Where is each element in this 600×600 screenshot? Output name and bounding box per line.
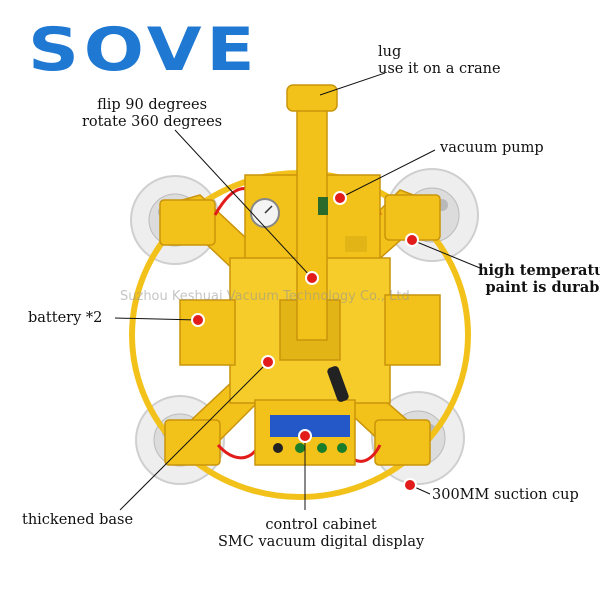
- label-smc-display: SMC vacuum digital display: [218, 533, 425, 550]
- label-lug: lug use it on a crane: [378, 44, 501, 77]
- label-flip: flip 90 degrees: [97, 97, 208, 113]
- label-high-temp-line2: paint is durable: [485, 278, 600, 296]
- label-battery: battery *2: [28, 310, 103, 326]
- label-rotate: rotate 360 degrees: [82, 113, 223, 130]
- label-control-cabinet: control cabinet SMC vacuum digital displ…: [218, 517, 424, 550]
- label-lug-line2: use it on a crane: [378, 60, 501, 77]
- label-flip-rotate: flip 90 degrees rotate 360 degrees: [82, 97, 222, 130]
- handle: [327, 366, 349, 402]
- label-suction-cup: 300MM suction cup: [432, 487, 579, 503]
- callout-dots: [191, 191, 419, 492]
- label-lug-line1: lug: [378, 44, 402, 60]
- label-vacuum-pump: vacuum pump: [440, 140, 544, 156]
- control-panel: [270, 415, 350, 453]
- side-boxes: [318, 197, 367, 252]
- label-control-cabinet-line1: control cabinet: [265, 517, 377, 533]
- callout-lines: [114, 72, 481, 511]
- label-thickened-base: thickened base: [22, 512, 134, 528]
- brand-logo: SOVE: [28, 15, 260, 85]
- label-high-temperature: high temperature paint is durable: [478, 262, 600, 296]
- watermark: Suzhou Keshuai Vacuum Technology Co., Lt…: [120, 289, 410, 304]
- label-high-temp-line1: high temperature: [478, 262, 600, 279]
- pressure-gauge: [250, 198, 280, 228]
- lifting-lug: [286, 84, 338, 341]
